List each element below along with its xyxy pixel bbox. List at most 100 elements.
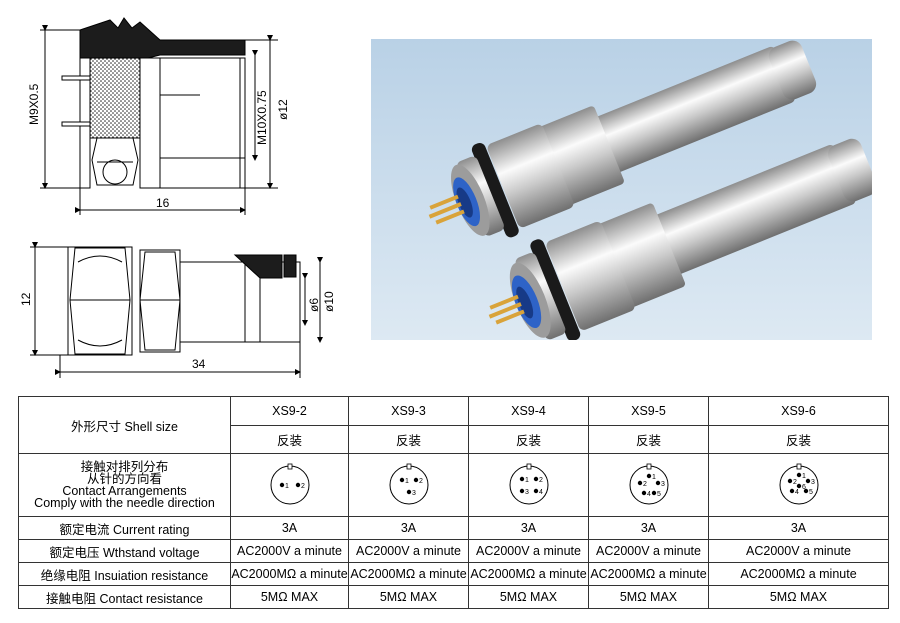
dim-length-bottom: 34: [192, 357, 206, 371]
table-cell: 3A: [468, 516, 589, 540]
current-label: 额定电流 Current rating: [18, 516, 231, 540]
pin-dot: [805, 478, 810, 484]
model-header: XS9-4: [468, 396, 589, 426]
pin-dot: [637, 480, 642, 486]
pin-dot: [295, 482, 300, 488]
dim-thread-left: M9X0.5: [27, 83, 41, 125]
table-cell: AC2000V a minute: [468, 539, 589, 563]
pin-number: 2: [419, 478, 423, 485]
pin-layout-diagram: 1 23: [389, 463, 428, 505]
dim-length-top: 16: [156, 196, 170, 210]
pin-dot: [787, 478, 792, 484]
pin-number: 1: [802, 473, 806, 480]
dim-height-bottom: 12: [19, 292, 33, 306]
pin-number: 3: [661, 481, 665, 488]
insulation-label: 绝缘电阻 Insuiation resistance: [18, 562, 231, 586]
contact-resistance-label: 接触电阻 Contact resistance: [18, 585, 231, 609]
pin-number: 2: [643, 481, 647, 488]
dim-diameter-large: ø10: [322, 291, 336, 312]
arrangement-label: 接触对排列分布 从针的方向看 Contact Arrangements Comp…: [18, 453, 231, 517]
spec-table: 外形尺寸 Shell size XS9-2 XS9-3 XS9-4 XS9-5 …: [18, 396, 889, 609]
table-row-models: 外形尺寸 Shell size XS9-2 XS9-3 XS9-4 XS9-5 …: [18, 396, 889, 454]
pin-number: 1: [525, 477, 529, 484]
pin-dot: [789, 488, 794, 494]
pin-layout-outline: [509, 465, 548, 505]
pin-dot: [533, 488, 538, 494]
table-cell: AC2000MΩ a minute: [348, 562, 469, 586]
pin-number: 3: [525, 489, 529, 496]
pin-dot: [803, 488, 808, 494]
table-cell: 3A: [588, 516, 709, 540]
pin-dot: [533, 476, 538, 482]
mount-type-cell: 反装: [230, 425, 349, 454]
pin-number: 4: [539, 489, 543, 496]
voltage-label: 额定电压 Wthstand voltage: [18, 539, 231, 563]
pin-dot: [796, 483, 801, 489]
model-header: XS9-2: [230, 396, 349, 426]
table-cell: 3A: [708, 516, 889, 540]
technical-drawings: M9X0.5 M10X0.75 ø12 16 12 ø6 ø10 34: [19, 17, 336, 378]
pin-number: 3: [811, 479, 815, 486]
shell-size-label: 外形尺寸 Shell size: [18, 396, 231, 454]
pin-number: 5: [657, 491, 661, 498]
pin-layout-outline: [389, 465, 428, 505]
pin-dot: [413, 477, 418, 483]
model-header: XS9-3: [348, 396, 469, 426]
receptacle-side-view: [40, 17, 278, 215]
pin-dot: [406, 489, 411, 495]
pin-dot: [519, 476, 524, 482]
product-photo: [371, 39, 872, 340]
connector-lower: [488, 138, 872, 340]
pin-number: 1: [652, 474, 656, 481]
pin-dot: [651, 490, 656, 496]
table-cell: AC2000V a minute: [588, 539, 709, 563]
table-cell: 5MΩ MAX: [230, 585, 349, 609]
table-row-insulation: 绝缘电阻 Insuiation resistance AC2000MΩ a mi…: [18, 562, 889, 586]
table-cell: 3A: [230, 516, 349, 540]
arrangement-label-line: Comply with the needle direction: [34, 496, 215, 510]
mount-type-cell: 反装: [588, 425, 709, 454]
pin-dot: [655, 480, 660, 486]
table-cell: AC2000MΩ a minute: [468, 562, 589, 586]
dim-diameter-small: ø6: [307, 298, 321, 312]
pin-number: 4: [795, 489, 799, 496]
pin-number: 1: [285, 483, 289, 490]
plug-side-view: [30, 242, 323, 378]
table-cell: 5MΩ MAX: [588, 585, 709, 609]
pin-number: 3: [412, 490, 416, 497]
mount-type-cell: 反装: [348, 425, 469, 454]
table-cell: AC2000MΩ a minute: [708, 562, 889, 586]
dim-diameter: ø12: [276, 99, 290, 120]
arrangement-label-line: Contact Arrangements: [62, 484, 187, 498]
mount-type-cell: 反装: [708, 425, 889, 454]
pin-dot: [796, 472, 801, 478]
table-row-arrangement: 接触对排列分布 从针的方向看 Contact Arrangements Comp…: [18, 453, 889, 517]
table-cell: AC2000V a minute: [230, 539, 349, 563]
table-row-voltage: 额定电压 Wthstand voltage AC2000V a minute A…: [18, 539, 889, 563]
pin-dot: [399, 477, 404, 483]
arrangement-label-line: 接触对排列分布: [80, 460, 169, 474]
model-header: XS9-5: [588, 396, 709, 426]
table-cell: 3A: [348, 516, 469, 540]
table-cell: 5MΩ MAX: [348, 585, 469, 609]
table-row-current: 额定电流 Current rating 3A 3A 3A 3A 3A: [18, 516, 889, 540]
table-row-contact-resistance: 接触电阻 Contact resistance 5MΩ MAX 5MΩ MAX …: [18, 585, 889, 609]
pin-number: 1: [405, 478, 409, 485]
connector-upper: [428, 40, 817, 238]
pin-number: 4: [647, 491, 651, 498]
pin-number: 6: [802, 484, 806, 491]
pin-layout-key: [287, 463, 292, 470]
table-cell: AC2000V a minute: [348, 539, 469, 563]
pin-dot: [279, 482, 284, 488]
table-cell: AC2000V a minute: [708, 539, 889, 563]
pin-layout-key: [796, 463, 801, 470]
